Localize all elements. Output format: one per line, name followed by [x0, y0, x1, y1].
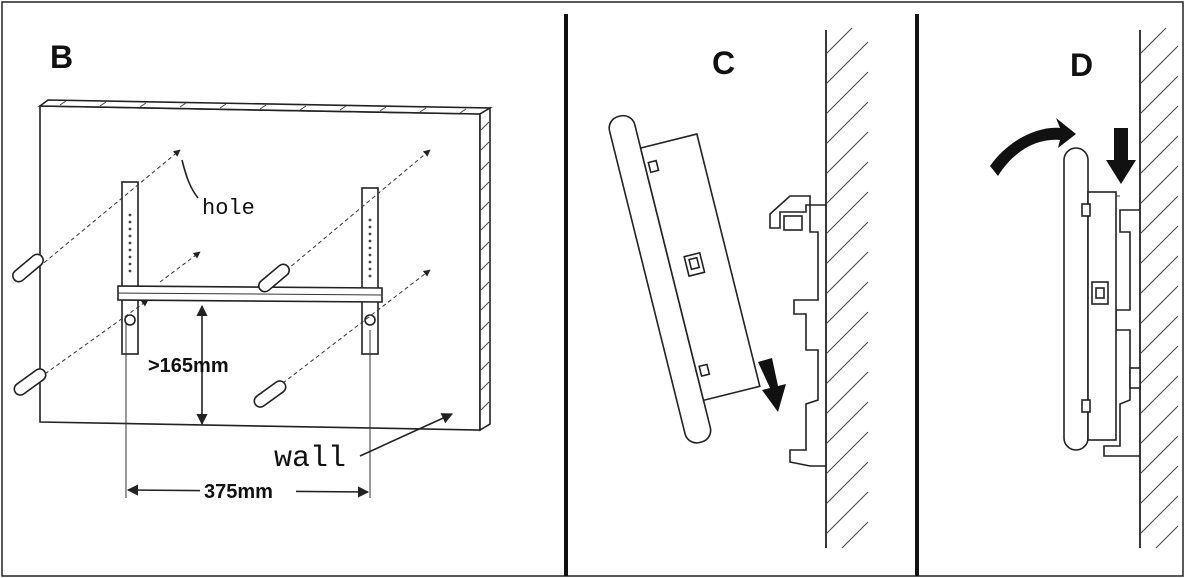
hole-leader: [181, 159, 199, 199]
wall-label: wall: [274, 442, 346, 476]
width-label-bg: [200, 478, 296, 502]
down-arrow-c: [758, 358, 786, 412]
hole-label: hole: [202, 196, 255, 221]
panel-b: B: [12, 39, 493, 503]
width-dimension-label: 375mm: [204, 481, 273, 503]
inverter-d: [1063, 147, 1120, 451]
panel-d-label: D: [1070, 47, 1093, 83]
wall-section-c: [825, 27, 869, 549]
down-arrow-d: [1106, 128, 1136, 184]
wall-slab: [37, 99, 493, 432]
wall-screws: [12, 149, 431, 408]
panel-c: C: [608, 27, 869, 549]
wall-bracket: [117, 181, 383, 355]
wall-section-d: [1139, 27, 1179, 549]
curved-arrow-d: [990, 118, 1076, 176]
bracket-clip-d: [1129, 367, 1141, 389]
panel-c-label: C: [712, 45, 735, 81]
height-dimension-label: >165mm: [148, 355, 229, 377]
wall-leader: [359, 413, 454, 457]
panel-d: D: [990, 27, 1179, 549]
inverter-c: [608, 114, 761, 444]
panel-b-label: B: [50, 39, 73, 75]
bracket-profile-c: [769, 195, 826, 467]
bracket-profile-d: [1103, 209, 1140, 457]
bracket-clip-c: [783, 215, 803, 231]
